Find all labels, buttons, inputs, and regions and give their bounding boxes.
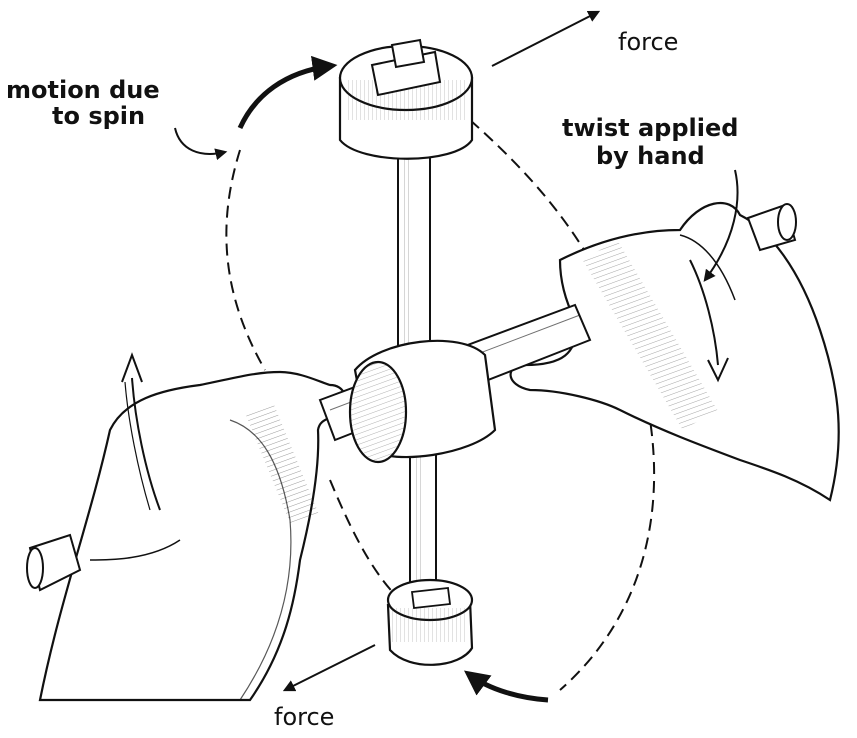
twist-label-line1: twist applied — [562, 116, 738, 141]
force-label-bottom: force — [274, 705, 334, 730]
vertical-rod-lower — [410, 440, 436, 600]
spin-arrow-top — [175, 66, 330, 154]
central-hub — [350, 341, 495, 462]
force-label-top: force — [618, 30, 678, 55]
left-hand — [40, 372, 345, 700]
force-arrow-bottom — [285, 645, 375, 690]
vertical-rod-upper — [398, 150, 430, 365]
motion-label-line1: motion due — [6, 78, 160, 103]
bottom-weight — [388, 580, 472, 665]
twist-label-line2: by hand — [596, 144, 705, 169]
spin-arrow-bottom — [470, 675, 548, 700]
top-weight — [340, 40, 472, 159]
force-arrow-top — [492, 12, 598, 66]
motion-label-line2: to spin — [52, 104, 145, 129]
